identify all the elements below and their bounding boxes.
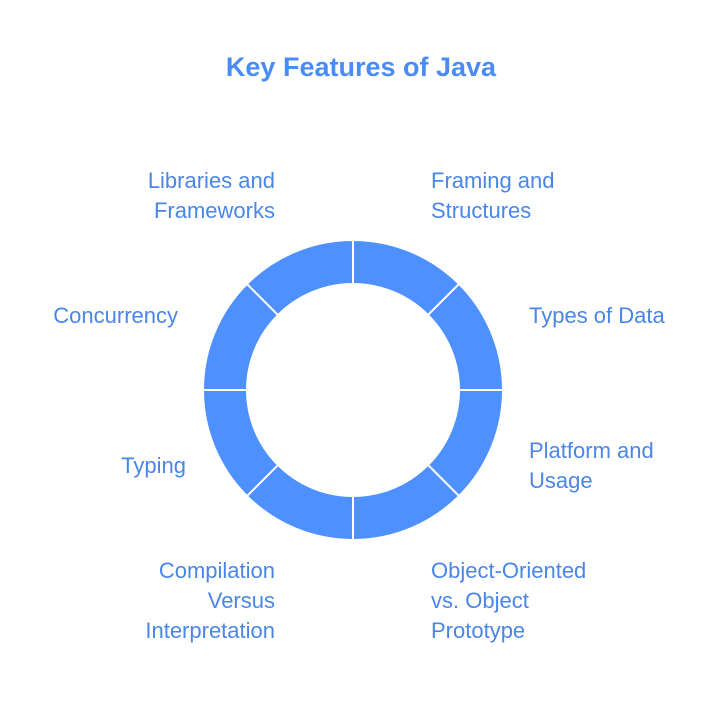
diagram-title: Key Features of Java: [225, 52, 497, 82]
label-line: Usage: [529, 468, 593, 493]
label-platform-and-usage: Platform and Usage: [529, 436, 654, 496]
label-line: Object-Oriented: [431, 558, 587, 583]
label-line: Types of Data: [529, 303, 665, 328]
label-line: Interpretation: [145, 618, 275, 643]
label-libraries-and-frameworks: Libraries and Frameworks: [148, 166, 275, 226]
label-concurrency: Concurrency: [53, 301, 178, 331]
label-line: Structures: [431, 198, 532, 223]
label-compilation-versus-interpretation: Compilation Versus Interpretation: [145, 556, 275, 646]
label-line: Compilation: [158, 558, 275, 583]
label-line: Concurrency: [53, 303, 178, 328]
label-object-oriented: Object-Oriented vs. Object Prototype: [431, 556, 586, 646]
ring-segment-libraries: [245, 238, 354, 317]
label-line: Frameworks: [153, 198, 275, 223]
label-line: Platform and: [529, 438, 654, 463]
label-line: Versus: [207, 588, 275, 613]
label-line: vs. Object: [431, 588, 529, 613]
label-line: Libraries and: [147, 168, 275, 193]
label-typing: Typing: [121, 451, 186, 481]
label-framing-and-structures: Framing and Structures: [431, 166, 555, 226]
label-line: Typing: [121, 453, 186, 478]
label-types-of-data: Types of Data: [529, 301, 665, 331]
label-line: Prototype: [431, 618, 526, 643]
label-line: Framing and: [431, 168, 555, 193]
